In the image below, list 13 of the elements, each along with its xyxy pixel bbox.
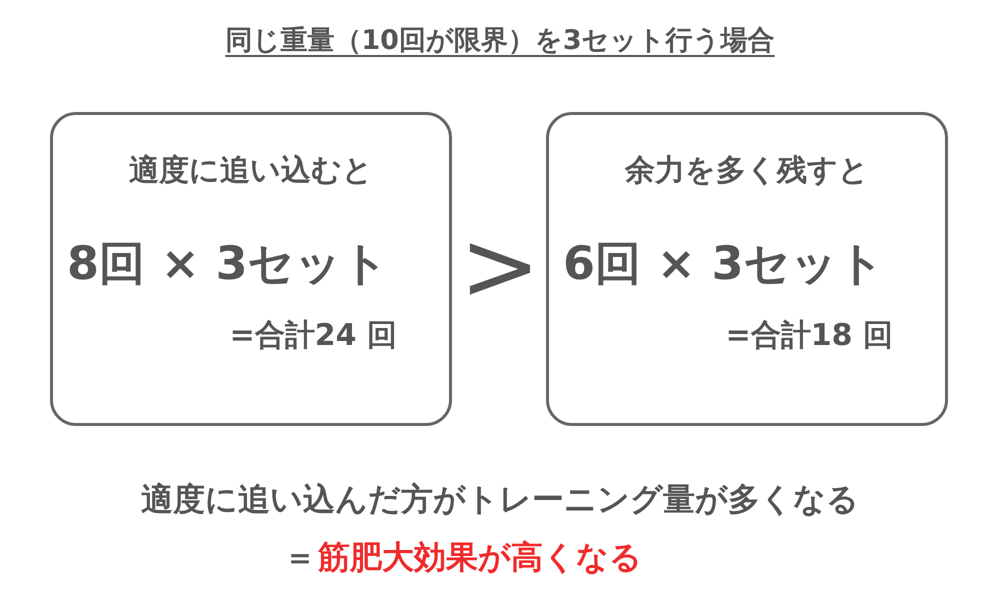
total-count: =合計24 回 (230, 317, 397, 355)
diagram-title: 同じ重量（10回が限界）を3セット行う場合 (224, 24, 776, 58)
node-heading: 余力を多く残すと (624, 152, 870, 190)
rounded-box (50, 112, 452, 426)
rounded-box (546, 112, 948, 426)
equals-sign: ＝ (284, 537, 316, 578)
total-count: =合計18 回 (726, 317, 893, 355)
greater-than-sign: > (458, 210, 542, 322)
repetition-count: 6回 × 3セット (563, 235, 885, 292)
conclusion-text: 適度に追い込んだ方がトレーニング量が多くなる (140, 479, 860, 520)
repetition-count: 8回 × 3セット (67, 235, 389, 292)
conclusion-text: 筋肥大効果が高くなる (318, 537, 642, 578)
node-heading: 適度に追い込むと (128, 152, 374, 190)
